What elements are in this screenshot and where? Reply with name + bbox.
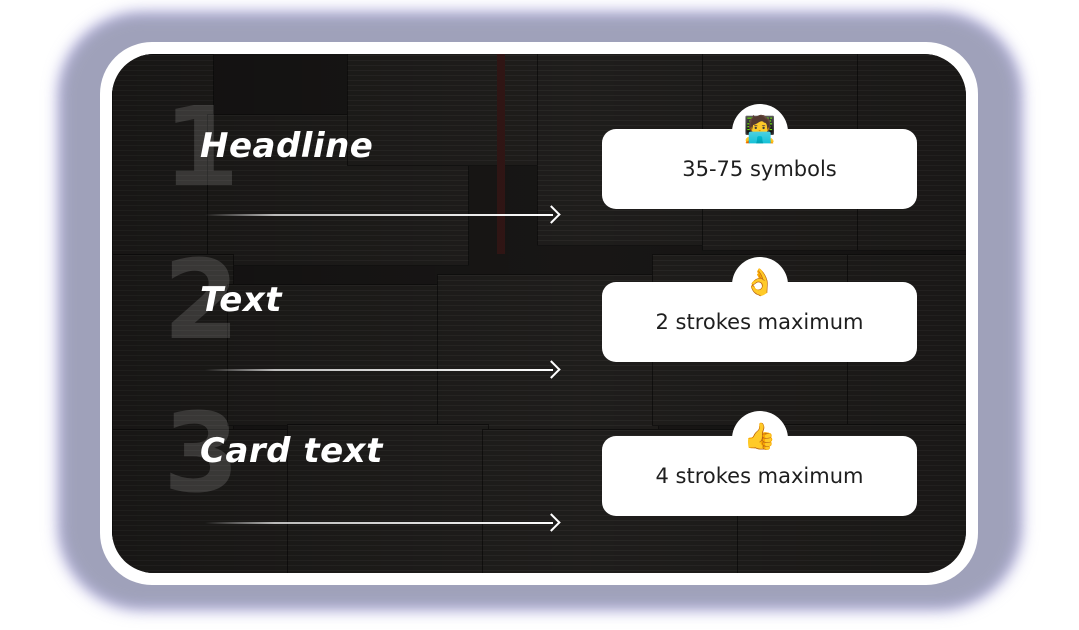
step-number-3: 3 <box>163 389 240 517</box>
step-number-1: 1 <box>163 83 240 211</box>
step-label-card-text: Card text <box>200 431 383 471</box>
bg-book-page <box>287 424 489 573</box>
arrow-right-icon <box>205 360 561 379</box>
bg-book-spine <box>497 54 505 254</box>
step-label-text: Text <box>200 280 283 320</box>
card-text: 2 strokes maximum <box>655 310 864 334</box>
arrow-right-icon <box>205 205 561 224</box>
thumbs-up-emoji-icon: 👍 <box>732 411 788 467</box>
bg-book-page <box>112 429 294 573</box>
bg-book-page <box>112 54 214 256</box>
arrow-right-icon <box>205 513 561 532</box>
step-label-headline: Headline <box>200 126 374 166</box>
bg-book-page <box>347 54 549 166</box>
card-text: 4 strokes maximum <box>655 464 864 488</box>
step-number-2: 2 <box>163 236 240 364</box>
card-text: 35-75 symbols <box>682 157 837 181</box>
bg-book-page <box>227 284 444 426</box>
technologist-emoji-icon: 🧑‍💻 <box>732 104 788 160</box>
bg-book-page <box>112 254 234 436</box>
ok-hand-emoji-icon: 👌 <box>732 257 788 313</box>
